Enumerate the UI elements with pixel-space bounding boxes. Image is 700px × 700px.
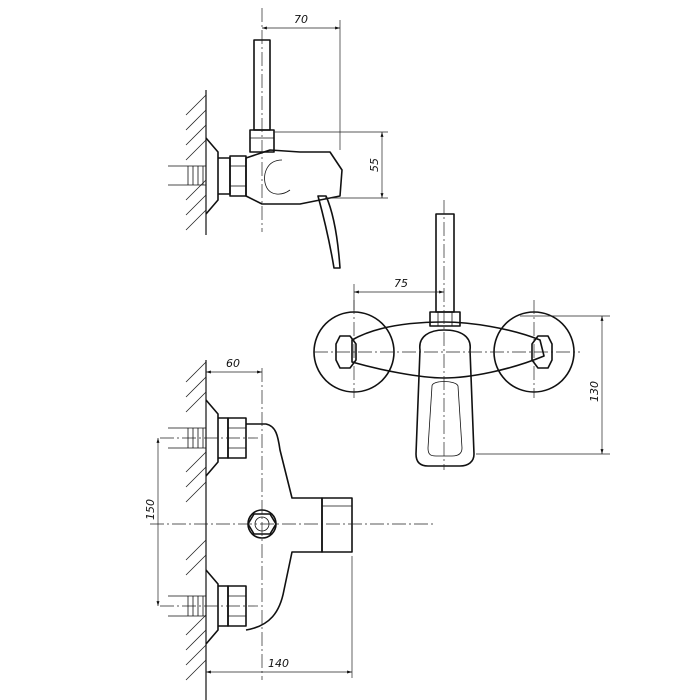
side-view	[168, 8, 343, 269]
dim-label-60: 60	[226, 357, 240, 370]
front-view	[313, 200, 580, 470]
dimension-front-height: 130	[476, 315, 610, 455]
dim-label-140: 140	[268, 657, 289, 670]
dimension-front-offset: 75	[353, 277, 444, 310]
dim-label-55: 55	[368, 158, 381, 172]
top-view	[150, 360, 436, 700]
dimension-side-width: 70	[262, 13, 341, 150]
dimension-inlet-spacing: 150	[144, 438, 160, 606]
dimension-side-height: 55	[274, 131, 388, 199]
wall-hatching-top	[185, 94, 207, 231]
wall-hatching-bottom	[185, 361, 207, 681]
dim-label-150: 150	[144, 499, 157, 520]
dim-label-130: 130	[588, 381, 601, 402]
dim-label-70: 70	[294, 13, 308, 26]
dim-label-75: 75	[394, 277, 408, 290]
dimension-overall-depth: 140	[206, 556, 353, 678]
dimension-top-depth: 60	[206, 357, 262, 374]
